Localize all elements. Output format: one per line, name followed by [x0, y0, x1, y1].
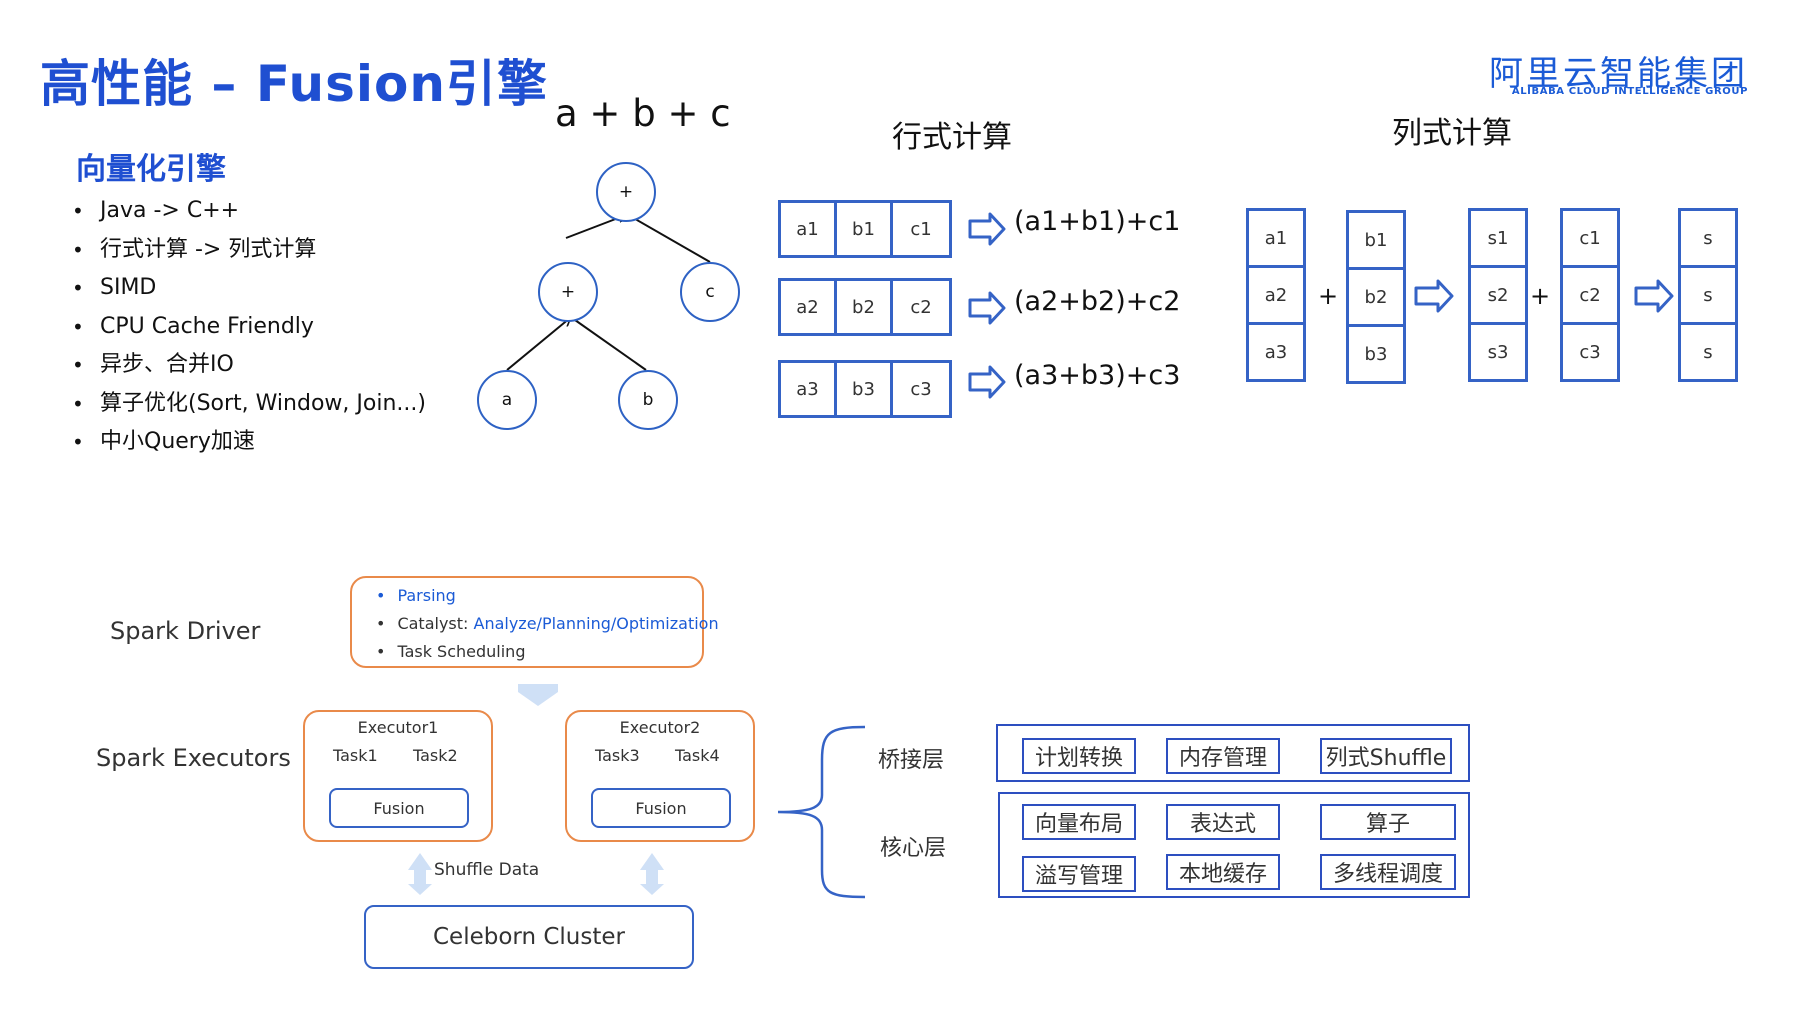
tree-node-root: + — [596, 162, 656, 222]
column-cell: s — [1678, 265, 1738, 325]
row-cell: c2 — [890, 278, 952, 336]
shuffle-data-label: Shuffle Data — [434, 860, 540, 880]
row-cell: c1 — [890, 200, 952, 258]
plus-sign: + — [1530, 282, 1551, 310]
bridge-layer-label: 桥接层 — [878, 748, 945, 773]
task-label: Task1 — [333, 746, 378, 765]
task-label: Task2 — [413, 746, 458, 765]
executor-name: Executor2 — [619, 718, 701, 737]
task-label: Task3 — [595, 746, 640, 765]
driver-item-scheduling: •Task Scheduling — [376, 642, 526, 661]
col-compute-title: 列式计算 — [1392, 116, 1512, 151]
row-compute-title: 行式计算 — [892, 120, 1012, 155]
company-logo: 阿里云智能集团 — [1489, 54, 1748, 94]
core-item: 本地缓存 — [1166, 854, 1280, 890]
list-item: Java -> C++ — [72, 192, 426, 231]
column-cell: s — [1678, 322, 1738, 382]
list-item: 行式计算 -> 列式计算 — [72, 231, 426, 270]
column-cell: c2 — [1560, 265, 1620, 325]
tree-expression: a + b + c — [555, 92, 731, 135]
list-item: CPU Cache Friendly — [72, 308, 426, 347]
row-result-3: (a3+b3)+c3 — [1014, 360, 1181, 391]
list-item: 中小Query加速 — [72, 423, 426, 462]
celeborn-cluster-box: Celeborn Cluster — [364, 905, 694, 969]
spark-driver-label: Spark Driver — [110, 617, 261, 645]
executor-name: Executor1 — [357, 718, 439, 737]
column-arrows — [1414, 279, 1674, 313]
column-cell: a3 — [1246, 322, 1306, 382]
row-cell: a1 — [778, 200, 837, 258]
core-item: 表达式 — [1166, 804, 1280, 840]
column-cell: b2 — [1346, 267, 1406, 327]
tree-node-b: b — [618, 370, 678, 430]
plus-sign: + — [1318, 282, 1339, 310]
fusion-engine-box: Fusion — [329, 788, 469, 828]
executor-1-box: Executor1 Task1 Task2 Fusion — [303, 710, 493, 842]
column-cell: c3 — [1560, 322, 1620, 382]
column-cell: s2 — [1468, 265, 1528, 325]
row-result-1: (a1+b1)+c1 — [1014, 206, 1181, 237]
column-cell: c1 — [1560, 208, 1620, 268]
company-logo-subtitle: ALIBABA CLOUD INTELLIGENCE GROUP — [1511, 86, 1748, 97]
spark-driver-box: •Parsing •Catalyst: Analyze/Planning/Opt… — [350, 576, 719, 668]
tree-node-a: a — [477, 370, 537, 430]
column-cell: s1 — [1468, 208, 1528, 268]
core-layer-label: 核心层 — [880, 836, 947, 861]
column-cell: a2 — [1246, 265, 1306, 325]
spark-executors-label: Spark Executors — [96, 744, 291, 772]
feature-list: Java -> C++ 行式计算 -> 列式计算 SIMD CPU Cache … — [72, 192, 426, 462]
row-cell: b2 — [834, 278, 893, 336]
list-item: 算子优化(Sort, Window, Join...) — [72, 385, 426, 424]
bridge-item: 列式Shuffle — [1320, 738, 1452, 774]
column-cell: s3 — [1468, 322, 1528, 382]
section-heading-vectorized: 向量化引擎 — [76, 152, 226, 187]
row-cell: a3 — [778, 360, 837, 418]
column-cell: b3 — [1346, 324, 1406, 384]
list-item: 异步、合并IO — [72, 346, 426, 385]
driver-item-catalyst: •Catalyst: Analyze/Planning/Optimization — [376, 614, 719, 633]
row-cell: b3 — [834, 360, 893, 418]
task-label: Task4 — [675, 746, 720, 765]
executor-2-box: Executor2 Task3 Task4 Fusion — [565, 710, 755, 842]
layer-brace — [777, 725, 866, 899]
core-item: 溢写管理 — [1022, 856, 1136, 892]
column-cell: b1 — [1346, 210, 1406, 270]
list-item: SIMD — [72, 269, 426, 308]
bridge-item: 计划转换 — [1022, 738, 1136, 774]
row-result-2: (a2+b2)+c2 — [1014, 286, 1181, 317]
row-cell: b1 — [834, 200, 893, 258]
column-cell: s — [1678, 208, 1738, 268]
column-cell: a1 — [1246, 208, 1306, 268]
fusion-engine-box: Fusion — [591, 788, 731, 828]
tree-node-inner: + — [538, 262, 598, 322]
row-arrows — [968, 212, 1006, 399]
core-layer-panel: 向量布局 表达式 算子 溢写管理 本地缓存 多线程调度 — [998, 792, 1470, 898]
core-item: 算子 — [1320, 804, 1456, 840]
page-title: 高性能 – Fusion引擎 — [40, 55, 548, 113]
driver-item-parsing: •Parsing — [376, 586, 456, 605]
row-cell: c3 — [890, 360, 952, 418]
core-item: 向量布局 — [1022, 804, 1136, 840]
bridge-item: 内存管理 — [1166, 738, 1280, 774]
driver-to-executors-arrow — [518, 684, 558, 706]
shuffle-arrows — [408, 853, 664, 895]
row-cell: a2 — [778, 278, 837, 336]
tree-node-c: c — [680, 262, 740, 322]
core-item: 多线程调度 — [1320, 854, 1456, 890]
bridge-layer-panel: 计划转换 内存管理 列式Shuffle — [996, 724, 1470, 782]
